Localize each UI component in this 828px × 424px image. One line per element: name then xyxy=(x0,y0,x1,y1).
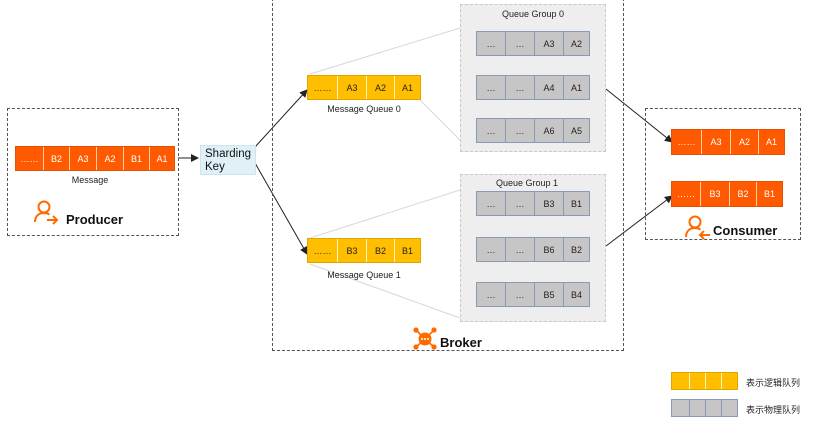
queue-cell: A3 xyxy=(702,130,731,154)
consumer-queue-1: …… B3 B2 B1 xyxy=(671,181,783,207)
message-queue-1: …… B3 B2 B1 xyxy=(307,238,421,263)
queue-cell: … xyxy=(506,119,535,142)
queue-cell: B1 xyxy=(564,192,589,215)
projection-line xyxy=(309,27,461,75)
consumer-box xyxy=(645,108,801,240)
queue-cell: B3 xyxy=(701,182,730,206)
queue-cell: …… xyxy=(308,76,338,99)
queue-cell: B6 xyxy=(535,238,564,261)
physical-queue: … … B6 B2 xyxy=(476,237,590,262)
queue-cell: … xyxy=(477,76,506,99)
queue-cell: … xyxy=(477,283,506,306)
arrow-group1-to-consumer xyxy=(605,195,673,247)
queue-cell: …… xyxy=(672,130,702,154)
projection-line xyxy=(309,263,461,319)
queue-cell: …… xyxy=(672,182,701,206)
legend-cell xyxy=(722,400,737,416)
queue-cell: A3 xyxy=(535,32,564,55)
physical-queue: … … B3 B1 xyxy=(476,191,590,216)
queue-cell: … xyxy=(506,238,535,261)
consumer-queue-0: …… A3 A2 A1 xyxy=(671,129,785,155)
broker-box xyxy=(272,0,624,351)
legend-cell xyxy=(706,400,722,416)
physical-queue: … … A6 A5 xyxy=(476,118,590,143)
arrow-group0-to-consumer xyxy=(605,88,673,143)
arrow-sharding-to-mq1 xyxy=(254,162,308,255)
queue-group-0-label: Queue Group 0 xyxy=(501,9,565,19)
queue-group-1-label: Queue Group 1 xyxy=(495,178,559,188)
legend-cell xyxy=(690,400,706,416)
consumer-icon xyxy=(685,215,710,240)
queue-cell: … xyxy=(477,32,506,55)
broker-label: Broker xyxy=(440,335,482,350)
message-cell: A1 xyxy=(150,147,174,170)
consumer-label: Consumer xyxy=(713,223,778,238)
queue-cell: A1 xyxy=(759,130,784,154)
queue-cell: A5 xyxy=(564,119,589,142)
queue-cell: A1 xyxy=(395,76,420,99)
message-cell: A3 xyxy=(70,147,97,170)
queue-cell: B2 xyxy=(367,239,395,262)
message-queue-row: …… B2 A3 A2 B1 A1 xyxy=(15,146,175,171)
producer-label: Producer xyxy=(66,212,124,227)
message-label: Message xyxy=(71,175,109,185)
queue-cell: B5 xyxy=(535,283,564,306)
legend-cell xyxy=(672,373,690,389)
message-cell: A2 xyxy=(97,147,124,170)
queue-cell: … xyxy=(506,283,535,306)
physical-queue: … … B5 B4 xyxy=(476,282,590,307)
sharding-key-box: Sharding Key xyxy=(200,145,256,175)
message-cell: …… xyxy=(16,147,44,170)
physical-queue: … … A3 A2 xyxy=(476,31,590,56)
legend-cell xyxy=(722,373,737,389)
queue-cell: … xyxy=(477,119,506,142)
legend-logical-label: 表示逻辑队列 xyxy=(746,378,801,388)
message-queue-0: …… A3 A2 A1 xyxy=(307,75,421,100)
arrow-sharding-to-mq0 xyxy=(254,89,308,148)
queue-cell: B4 xyxy=(564,283,589,306)
queue-cell: …… xyxy=(308,239,338,262)
queue-cell: B2 xyxy=(730,182,757,206)
queue-cell: B2 xyxy=(564,238,589,261)
queue-cell: … xyxy=(506,192,535,215)
queue-cell: B1 xyxy=(757,182,782,206)
broker-icon xyxy=(413,327,437,350)
message-cell: B1 xyxy=(124,147,150,170)
legend-cell xyxy=(672,400,690,416)
queue-cell: B3 xyxy=(535,192,564,215)
queue-cell: A2 xyxy=(367,76,395,99)
queue-cell: A1 xyxy=(564,76,589,99)
queue-cell: A3 xyxy=(338,76,367,99)
queue-cell: B1 xyxy=(395,239,420,262)
projection-line xyxy=(309,189,461,239)
message-queue-1-label: Message Queue 1 xyxy=(327,270,401,280)
legend-logical-swatch xyxy=(671,372,738,390)
legend-cell xyxy=(706,373,722,389)
message-queue-0-label: Message Queue 0 xyxy=(327,104,401,114)
queue-cell: A2 xyxy=(564,32,589,55)
legend-physical-label: 表示物理队列 xyxy=(746,405,801,415)
queue-cell: B3 xyxy=(338,239,367,262)
queue-cell: A2 xyxy=(731,130,759,154)
legend-cell xyxy=(690,373,706,389)
queue-cell: … xyxy=(506,32,535,55)
queue-cell: A6 xyxy=(535,119,564,142)
projection-line xyxy=(419,99,461,141)
physical-queue: … … A4 A1 xyxy=(476,75,590,100)
message-cell: B2 xyxy=(44,147,70,170)
queue-cell: … xyxy=(477,238,506,261)
queue-cell: … xyxy=(506,76,535,99)
legend-physical-swatch xyxy=(671,399,738,417)
queue-cell: A4 xyxy=(535,76,564,99)
producer-box xyxy=(7,108,179,236)
queue-cell: … xyxy=(477,192,506,215)
producer-icon xyxy=(34,200,59,225)
